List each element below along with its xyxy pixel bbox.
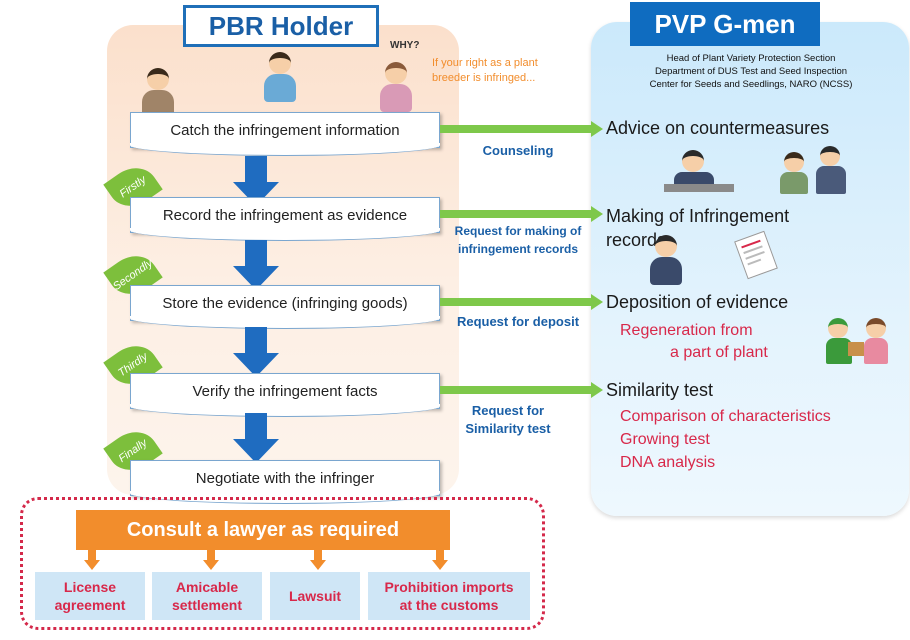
infringed-note: If your right as a plant breeder is infr…: [432, 57, 538, 84]
drop-arrow-4: [432, 550, 448, 570]
consultation-illustration: [780, 146, 850, 196]
pbr-holder-title: PBR Holder: [183, 5, 379, 47]
option-amicable-settlement: Amicable settlement: [152, 572, 262, 620]
similarity-detail-1: Comparison of characteristics: [620, 408, 831, 425]
similarity-detail-3: DNA analysis: [620, 454, 716, 471]
org-line-1: Head of Plant Variety Protection Section: [666, 53, 836, 64]
request-records-label: Request for making of infringement recor…: [454, 224, 582, 256]
request-similarity-label: Request for Similarity test: [465, 403, 551, 436]
consult-lawyer-banner: Consult a lawyer as required: [76, 510, 450, 550]
step-catch-information: Catch the infringement information: [130, 112, 440, 156]
request-deposit-label: Request for deposit: [456, 314, 580, 329]
service-advice: Advice on countermeasures: [606, 118, 830, 138]
phone-caller-illustration: [262, 52, 298, 104]
arrow-to-similarity: [440, 382, 603, 398]
delivery-illustration: [826, 314, 890, 366]
service-similarity: Similarity test: [606, 380, 714, 400]
service-records: Making of Infringement records: [606, 206, 790, 250]
confused-woman-illustration: [378, 62, 414, 114]
counseling-label: Counseling: [482, 143, 554, 158]
office-worker-illustration: [664, 150, 734, 196]
org-line-3: Center for Seeds and Seedlings, NARO (NC…: [649, 79, 853, 90]
step-store-evidence: Store the evidence (infringing goods): [130, 285, 440, 329]
step-record-evidence: Record the infringement as evidence: [130, 197, 440, 241]
service-deposition: Deposition of evidence: [606, 292, 789, 312]
option-prohibition-imports: Prohibition imports at the customs: [368, 572, 530, 620]
lawyer-section-border: [20, 497, 545, 630]
arrow-to-advice: [440, 121, 603, 137]
drop-arrow-1: [84, 550, 100, 570]
org-line-2: Department of DUS Test and Seed Inspecti…: [654, 66, 848, 77]
why-label: WHY?: [390, 40, 420, 51]
down-arrow-2: [233, 240, 279, 290]
down-arrow-3: [233, 327, 279, 377]
option-license-agreement: License agreement: [35, 572, 145, 620]
drop-arrow-2: [203, 550, 219, 570]
down-arrow-4: [233, 413, 279, 463]
arrow-to-records: [440, 206, 603, 222]
staff-illustration: [648, 235, 684, 287]
pvp-gmen-title: PVP G-men: [630, 2, 820, 46]
similarity-detail-2: Growing test: [620, 431, 710, 448]
deposition-detail-2: a part of plant: [670, 344, 768, 361]
step-negotiate: Negotiate with the infringer: [130, 460, 440, 504]
option-lawsuit: Lawsuit: [270, 572, 360, 620]
step-verify-facts: Verify the infringement facts: [130, 373, 440, 417]
org-info: Head of Plant Variety Protection Section…: [596, 52, 906, 91]
arrow-to-deposition: [440, 294, 603, 310]
drop-arrow-3: [310, 550, 326, 570]
deposition-detail-1: Regeneration from: [620, 322, 753, 339]
